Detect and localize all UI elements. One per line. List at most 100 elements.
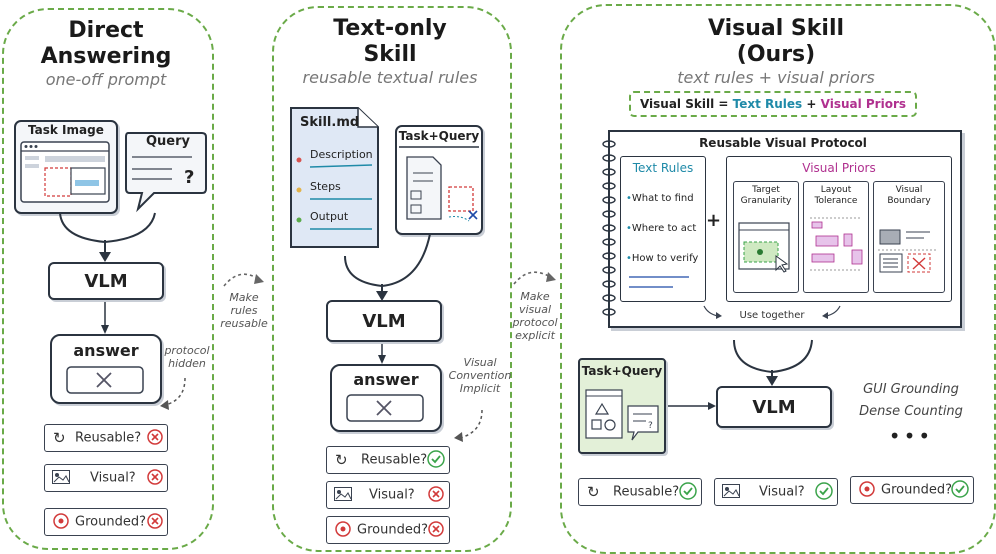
refresh-icon: ↻ [587,483,600,501]
transition-arrow-1 [223,273,264,287]
query-bubble: Query ? [124,131,207,213]
transition-2-line1: Make [520,290,550,303]
refresh-icon: ↻ [53,429,66,447]
direct-flow-arrows [59,212,186,410]
answer-x-icon [346,394,424,422]
text-rule-3: •How to verify [626,253,699,264]
image-icon [334,487,352,501]
cross-icon [147,469,163,485]
visual-task-query-label: Task+Query [581,364,663,378]
text-only-check-reusable-label: Reusable? [361,452,428,468]
check-icon [815,482,833,500]
text-only-side-note-2: Convention [448,369,512,382]
prior-layout-tolerance: Layout Tolerance [803,181,869,293]
text-rule-1: •What to find [626,193,694,204]
text-only-check-visual: Visual? [326,481,450,509]
direct-check-reusable: ↻ Reusable? [44,424,168,452]
visual-title-line2: (Ours) [736,42,816,67]
equation-visual-priors: Visual Priors [820,97,907,111]
direct-side-note-2: hidden [168,357,206,370]
skill-item-steps: Steps [310,180,341,193]
target-icon [859,481,875,497]
visual-check-grounded-label: Grounded? [881,482,952,498]
equation-eq: = [718,97,729,111]
transition-1-line1: Make [229,291,259,304]
direct-answering-panel [2,8,214,550]
skill-item-output: Output [310,210,349,223]
check-icon [427,450,445,468]
direct-check-reusable-label: Reusable? [75,430,142,446]
visual-check-visual-label: Visual? [759,484,805,500]
shapes-chat-icon: ? [585,389,659,441]
text-only-check-reusable: ↻ Reusable? [326,446,450,474]
text-only-check-grounded: Grounded? [326,516,450,544]
protocol-title: Reusable Visual Protocol [699,136,867,150]
document-target-icon [399,146,479,222]
notebook-spiral [602,140,616,316]
check-icon [679,482,697,500]
text-only-task-query-card: Task+Query [395,125,483,235]
layout-tolerance-icon [810,217,863,271]
text-only-flow-arrows [344,233,483,442]
transition-arrow-2 [513,271,556,285]
cross-icon [428,521,444,537]
query-lines-icon [132,156,192,180]
task-image-card: Task Image [14,120,118,214]
visual-flow-arrows [664,339,813,410]
text-rules-lines [629,276,689,288]
text-only-vlm-box: VLM [326,300,442,342]
text-only-title-line1: Text-only [333,16,447,41]
skill-md-document: Skill.md Description Steps Output [288,105,380,251]
visual-priors-box: Visual Priors Target Granularity Layout … [726,156,952,302]
transition-1-line3: reusable [220,317,268,330]
text-rule-2: •Where to act [626,223,697,234]
application-dense-counting: Dense Counting [859,404,963,419]
transition-2-line3: protocol [512,316,558,329]
direct-title-line2: Answering [40,44,172,69]
applications-ellipsis: ••• [888,424,934,448]
direct-vlm-box: VLM [48,262,164,300]
svg-text:?: ? [648,421,653,431]
direct-title-line1: Direct [68,18,144,43]
direct-check-visual: Visual? [44,464,168,492]
answer-x-icon [66,366,144,394]
image-icon [722,484,740,498]
transition-1-line2: rules [230,304,258,317]
refresh-icon: ↻ [335,451,348,469]
text-rules-title: Text Rules [632,161,694,175]
prior-visual-boundary: Visual Boundary [873,181,945,293]
cross-icon [147,513,163,529]
visual-subtitle: text rules + visual priors [677,68,875,87]
text-only-check-visual-label: Visual? [369,487,415,503]
text-only-title-line2: Skill [363,42,417,67]
query-label: Query [146,134,191,149]
direct-side-note-1: protocol [164,344,210,357]
equation-box: Visual Skill = Text Rules + Visual Prior… [629,91,917,117]
visual-check-reusable-label: Reusable? [613,484,680,500]
text-only-side-note-1: Visual [463,356,497,369]
direct-subtitle: one-off prompt [45,70,167,89]
visual-vlm-box: VLM [716,386,832,428]
target-icon [53,513,69,529]
prior-target-granularity: Target Granularity [733,181,799,293]
protocol-notebook: Reusable Visual Protocol Text Rules •Wha… [598,130,962,328]
visual-task-query-card: Task+Query ? [578,358,666,454]
protocol-plus-sign: + [706,210,722,231]
target-granularity-icon [738,222,790,273]
text-only-subtitle: reusable textual rules [302,68,478,87]
task-image-label: Task Image [28,123,104,137]
image-icon [52,470,70,484]
application-gui-grounding: GUI Grounding [863,382,959,397]
check-icon [951,480,969,498]
visual-check-visual: Visual? [714,478,838,506]
visual-title-line1: Visual Skill [707,16,845,41]
skill-item-description: Description [310,148,373,161]
cross-icon [428,486,444,502]
text-only-side-note-3: Implicit [459,382,501,395]
text-only-check-grounded-label: Grounded? [357,522,428,538]
direct-answer-label: answer [73,341,139,360]
use-together-arrows [703,305,841,319]
text-only-panel [272,6,512,552]
transition-2-line4: explicit [515,329,555,342]
text-only-answer-box: answer [330,364,442,432]
